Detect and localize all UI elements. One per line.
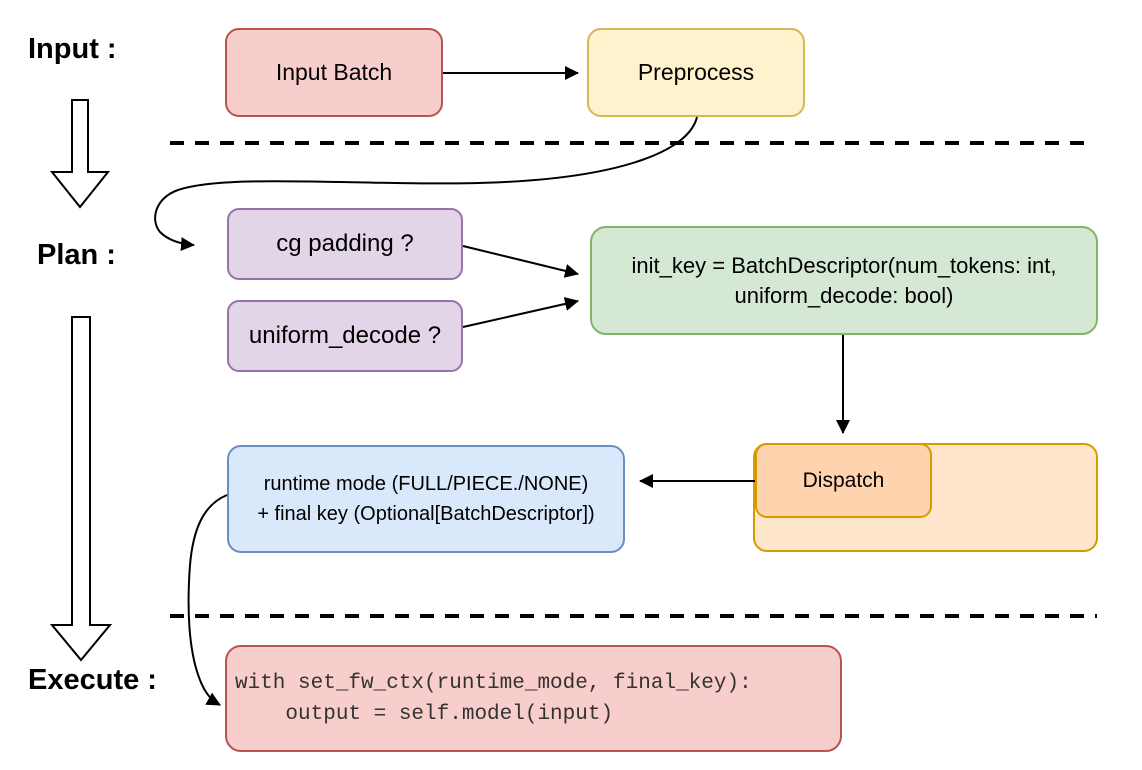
stage-label-plan: Plan : xyxy=(37,239,116,271)
input-to-plan-arrow-icon xyxy=(49,99,111,209)
runtime-mode-line1: runtime mode (FULL/PIECE./NONE) xyxy=(263,473,589,495)
init-key-node: init_key = BatchDescriptor(num_tokens: i… xyxy=(590,226,1098,335)
input-batch-node: Input Batch xyxy=(225,28,443,117)
input-batch-label: Input Batch xyxy=(275,59,393,85)
init-key-line2: uniform_decode: bool) xyxy=(734,282,954,308)
dispatch-label: Dispatch xyxy=(802,468,885,492)
stage-label-input: Input : xyxy=(28,33,117,65)
uniform-decode-node: uniform_decode ? xyxy=(227,300,463,372)
uniform-decode-label: uniform_decode ? xyxy=(248,322,442,349)
plan-to-execute-arrow-icon xyxy=(49,316,113,662)
init-key-line1: init_key = BatchDescriptor(num_tokens: i… xyxy=(631,252,1057,278)
arrow-runtimemode-to-executecode xyxy=(187,494,228,706)
runtime-mode-line2: + final key (Optional[BatchDescriptor]) xyxy=(257,503,595,525)
preprocess-label: Preprocess xyxy=(637,59,755,85)
dispatch-node: Dispatch xyxy=(755,443,932,518)
stage-label-execute: Execute : xyxy=(28,664,157,696)
cg-padding-label: cg padding ? xyxy=(276,230,414,257)
execute-code-line1: with set_fw_ctx(runtime_mode, final_key)… xyxy=(235,671,752,695)
cg-padding-node: cg padding ? xyxy=(227,208,463,280)
arrow-uniformdecode-to-initkey xyxy=(462,297,579,328)
arrow-cgpadding-to-initkey xyxy=(462,245,579,278)
preprocess-node: Preprocess xyxy=(587,28,805,117)
runtime-mode-node: runtime mode (FULL/PIECE./NONE) + final … xyxy=(227,445,625,553)
execute-code-node: with set_fw_ctx(runtime_mode, final_key)… xyxy=(225,645,842,752)
execute-code-line2: output = self.model(input) xyxy=(235,702,614,726)
